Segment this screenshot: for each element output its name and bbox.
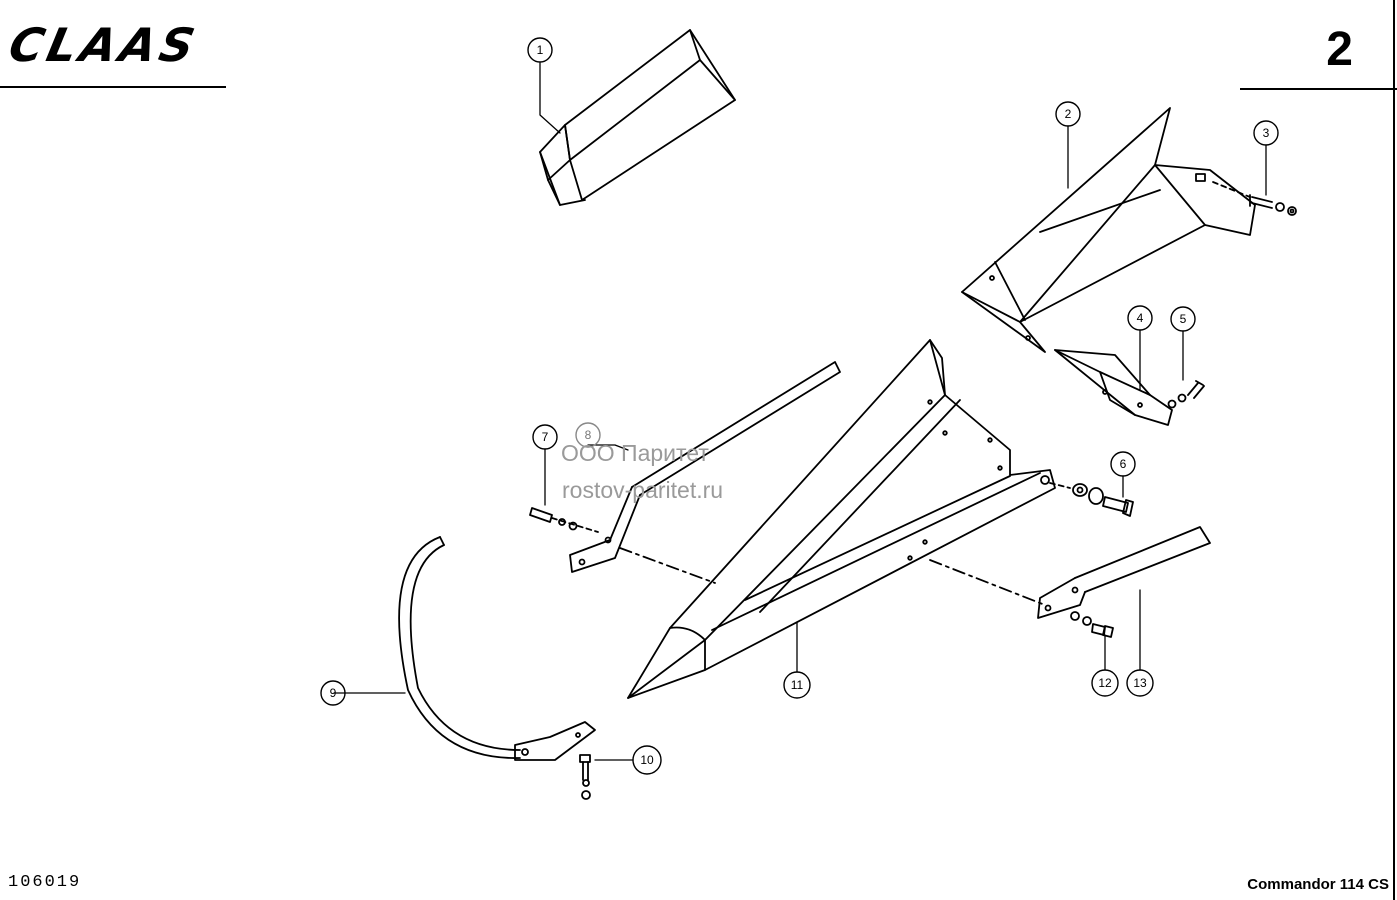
model-name: Commandor 114 CS [1247, 876, 1389, 893]
callout-9-label: 9 [330, 686, 337, 700]
part-9-curved-bow [398, 536, 596, 761]
part-8-rod-bracket [569, 361, 841, 584]
callout-4-circle [1127, 305, 1153, 331]
callout-8-circle [575, 422, 601, 448]
callout-4-label: 4 [1137, 311, 1144, 325]
callout-13-label: 13 [1133, 676, 1147, 690]
callout-8-label: 8 [585, 428, 592, 442]
callout-5-label: 5 [1180, 312, 1187, 326]
callout-2-circle [1055, 101, 1081, 127]
callout-1-label: 1 [537, 43, 544, 57]
hardware-7-bolt-washer-nut [529, 507, 599, 533]
hardware-12-bolt-washer-nut [1070, 611, 1114, 638]
callout-12-label: 12 [1098, 676, 1112, 690]
callout-1-circle [527, 37, 553, 63]
callout-circles [320, 37, 1279, 775]
callout-12-circle [1091, 669, 1119, 697]
callout-13-circle [1126, 669, 1154, 697]
header-rule-right [1240, 88, 1397, 90]
callout-11-circle [783, 671, 811, 699]
callout-6-label: 6 [1120, 457, 1127, 471]
part-11-main-divider [627, 339, 1056, 699]
watermark-url: rostov-paritet.ru [562, 477, 724, 503]
callout-3-label: 3 [1263, 126, 1270, 140]
callout-9-circle [320, 680, 346, 706]
callout-leaders [333, 62, 1267, 761]
part-13-rod-bracket [929, 526, 1211, 619]
callout-7-label: 7 [542, 430, 549, 444]
hardware-3-bolt-washer-nut [1212, 181, 1297, 216]
part-2-upper-cone [961, 107, 1256, 353]
hardware-10-bolt-washer-nut [579, 754, 591, 800]
callout-6-circle [1110, 451, 1136, 477]
header-rule-left [0, 86, 226, 88]
callout-2-label: 2 [1065, 107, 1072, 121]
callout-5-circle [1170, 306, 1196, 332]
part-1-divider-hood [539, 29, 736, 206]
callout-11-label: 11 [791, 678, 804, 692]
callout-7-circle [532, 424, 558, 450]
part-4-bracket [1054, 349, 1173, 426]
hardware-5-bolt-washer-nut [1167, 380, 1205, 409]
callout-10-label: 10 [640, 753, 654, 767]
callout-3-circle [1253, 120, 1279, 146]
callout-10-circle [632, 745, 662, 775]
right-border [1393, 0, 1395, 900]
watermark-company: ООО Паритет [561, 440, 709, 466]
page-number: 2 [1326, 23, 1353, 76]
document-id: 106019 [8, 873, 82, 892]
hardware-6-bolt-washer-nut [1049, 482, 1134, 517]
